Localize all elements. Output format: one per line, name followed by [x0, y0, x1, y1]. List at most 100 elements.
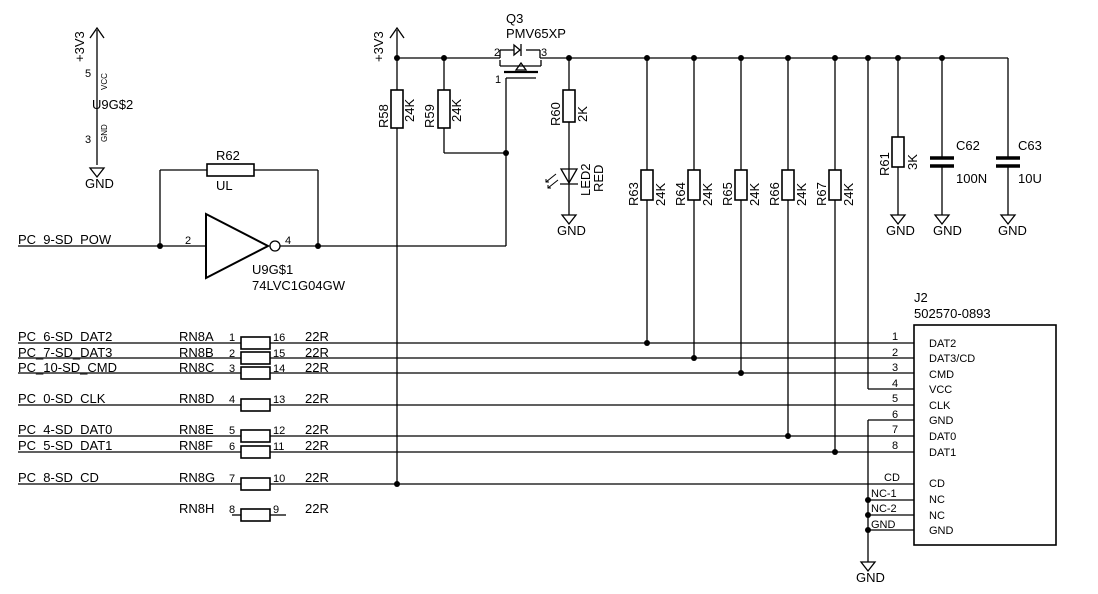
- r58-value: 24K: [402, 99, 417, 122]
- j2-pin-num: 6: [892, 409, 898, 421]
- rn8c-value: 22R: [305, 360, 329, 375]
- q3-part: PMV65XP: [506, 26, 566, 41]
- c63-name: C63: [1018, 138, 1042, 153]
- resistor-r66: R66 24K: [767, 58, 809, 439]
- u9g2-name: U9G$2: [92, 97, 133, 112]
- j2-pin-label: CMD: [929, 369, 954, 381]
- j2-pin-num: 4: [892, 378, 898, 390]
- resistor-r65: R65 24K: [720, 58, 762, 376]
- r58-name: R58: [376, 104, 391, 128]
- r60-value: 2K: [575, 106, 590, 122]
- r61-value: 3K: [905, 154, 920, 170]
- signal-dat3: PC_7-SD_DAT3: [18, 345, 112, 360]
- j2-ground-net: GND: [856, 419, 914, 585]
- r64-value: 24K: [700, 183, 715, 206]
- gnd-label-c62: GND: [933, 223, 962, 238]
- resistor-r58: R58 24K: [376, 89, 417, 129]
- r64-name: R64: [673, 182, 688, 206]
- supply-rail-3v3: +3V3: [371, 26, 1008, 485]
- resistor-r64: R64 24K: [673, 58, 715, 361]
- rn8b-value: 22R: [305, 345, 329, 360]
- signal-dat1: PC_5-SD_DAT1: [18, 438, 112, 453]
- gnd-label-j2: GND: [856, 570, 885, 585]
- rn8-cd: PC_8-SD_CD RN8G 7 10 22R: [18, 470, 914, 491]
- resistor-r61: R61 3K GND: [877, 58, 920, 238]
- j2-pin-label: CLK: [929, 400, 951, 412]
- c62-value: 100N: [956, 171, 987, 186]
- r65-name: R65: [720, 182, 735, 206]
- j2-pin-num: 2: [892, 347, 898, 359]
- u9g1-name: U9G$1: [252, 262, 293, 277]
- led2-name: LED2: [578, 163, 593, 196]
- supply-3v3-label-2: +3V3: [371, 31, 386, 62]
- u9g2-gnd-label: GND: [100, 124, 109, 142]
- resistor-r60-led2: R60 2K LED2 RED GND: [545, 58, 606, 238]
- j2-pin-num: NC-1: [871, 488, 897, 500]
- u9g2-gnd-pin: 3: [85, 134, 91, 146]
- r59-value: 24K: [449, 99, 464, 122]
- j2-pin-num: 8: [892, 440, 898, 452]
- rn8-dat2: PC_6-SD_DAT2 RN8A 1 16 22R: [18, 329, 914, 350]
- r63-value: 24K: [653, 183, 668, 206]
- c62-name: C62: [956, 138, 980, 153]
- r66-name: R66: [767, 182, 782, 206]
- u9g2-vcc-label: VCC: [100, 73, 109, 90]
- rn8d-value: 22R: [305, 391, 329, 406]
- rn8g-p2: 10: [273, 473, 285, 485]
- u9g1-pin-in: 2: [185, 235, 191, 247]
- j2-pin-num: CD: [884, 472, 900, 484]
- j2-pin-label: NC: [929, 510, 945, 522]
- rn8d-name: RN8D: [179, 391, 214, 406]
- gnd-label-led2: GND: [557, 223, 586, 238]
- j2-pin-label: VCC: [929, 384, 952, 396]
- rn8-dat0: PC_4-SD_DAT0 RN8E 5 12 22R: [18, 422, 914, 443]
- rn8g-p1: 7: [229, 473, 235, 485]
- r59-name: R59: [422, 104, 437, 128]
- r63-name: R63: [626, 182, 641, 206]
- rn8h-name: RN8H: [179, 501, 214, 516]
- rn8-clk: PC_0-SD_CLK RN8D 4 13 22R: [18, 391, 914, 412]
- r65-value: 24K: [747, 183, 762, 206]
- c63-value: 10U: [1018, 171, 1042, 186]
- resistor-r67: R67 24K: [814, 58, 856, 455]
- r67-value: 24K: [841, 183, 856, 206]
- rn8c-name: RN8C: [179, 360, 214, 375]
- led2-color: RED: [591, 165, 606, 192]
- rn8-dat1: PC_5-SD_DAT1 RN8F 6 11 22R: [18, 438, 914, 459]
- j2-pin-label: NC: [929, 494, 945, 506]
- j2-pin-label: DAT0: [929, 431, 956, 443]
- u9g1-part: 74LVC1G04GW: [252, 278, 346, 293]
- r60-name: R60: [548, 102, 563, 126]
- rn8d-p2: 13: [273, 394, 285, 406]
- rn8a-p2: 16: [273, 332, 285, 344]
- r67-name: R67: [814, 182, 829, 206]
- resistor-r59: R59 24K: [422, 58, 506, 154]
- rn8g-name: RN8G: [179, 470, 215, 485]
- j2-pin-label: DAT3/CD: [929, 353, 975, 365]
- j2-pin-label: DAT1: [929, 447, 956, 459]
- r61-name: R61: [877, 152, 892, 176]
- u9g2-power-symbol: +3V3 5 VCC U9G$2 3 GND GND: [72, 26, 133, 191]
- j2-pin-num: 7: [892, 424, 898, 436]
- u9g2-vcc-pin: 5: [85, 68, 91, 80]
- capacitor-c62: C62 100N GND: [930, 58, 987, 238]
- q3-pin2: 2: [494, 47, 500, 59]
- r62-value: UL: [216, 178, 233, 193]
- rn8-dat3: PC_7-SD_DAT3 RN8B 2 15 22R: [18, 345, 914, 365]
- inverter-u9g1: PC_9-SD_POW 2 4 U9G$1 74LVC1G04GW: [18, 212, 506, 293]
- j2-pin-num: GND: [871, 519, 896, 531]
- rn8b-p2: 15: [273, 348, 285, 360]
- rn8e-name: RN8E: [179, 422, 214, 437]
- transistor-q3: Q3 PMV65XP 2 3 1: [494, 11, 566, 246]
- signal-cmd: PC_10-SD_CMD: [18, 360, 117, 375]
- rn8h-p1: 8: [229, 504, 235, 516]
- vcc-feed: [867, 58, 914, 390]
- rn8a-name: RN8A: [179, 329, 214, 344]
- j2-pin-label: GND: [929, 415, 954, 427]
- gnd-label-c63: GND: [998, 223, 1027, 238]
- signal-dat0: PC_4-SD_DAT0: [18, 422, 112, 437]
- rn8g-value: 22R: [305, 470, 329, 485]
- j2-pin-label: DAT2: [929, 338, 956, 350]
- q3-name: Q3: [506, 11, 523, 26]
